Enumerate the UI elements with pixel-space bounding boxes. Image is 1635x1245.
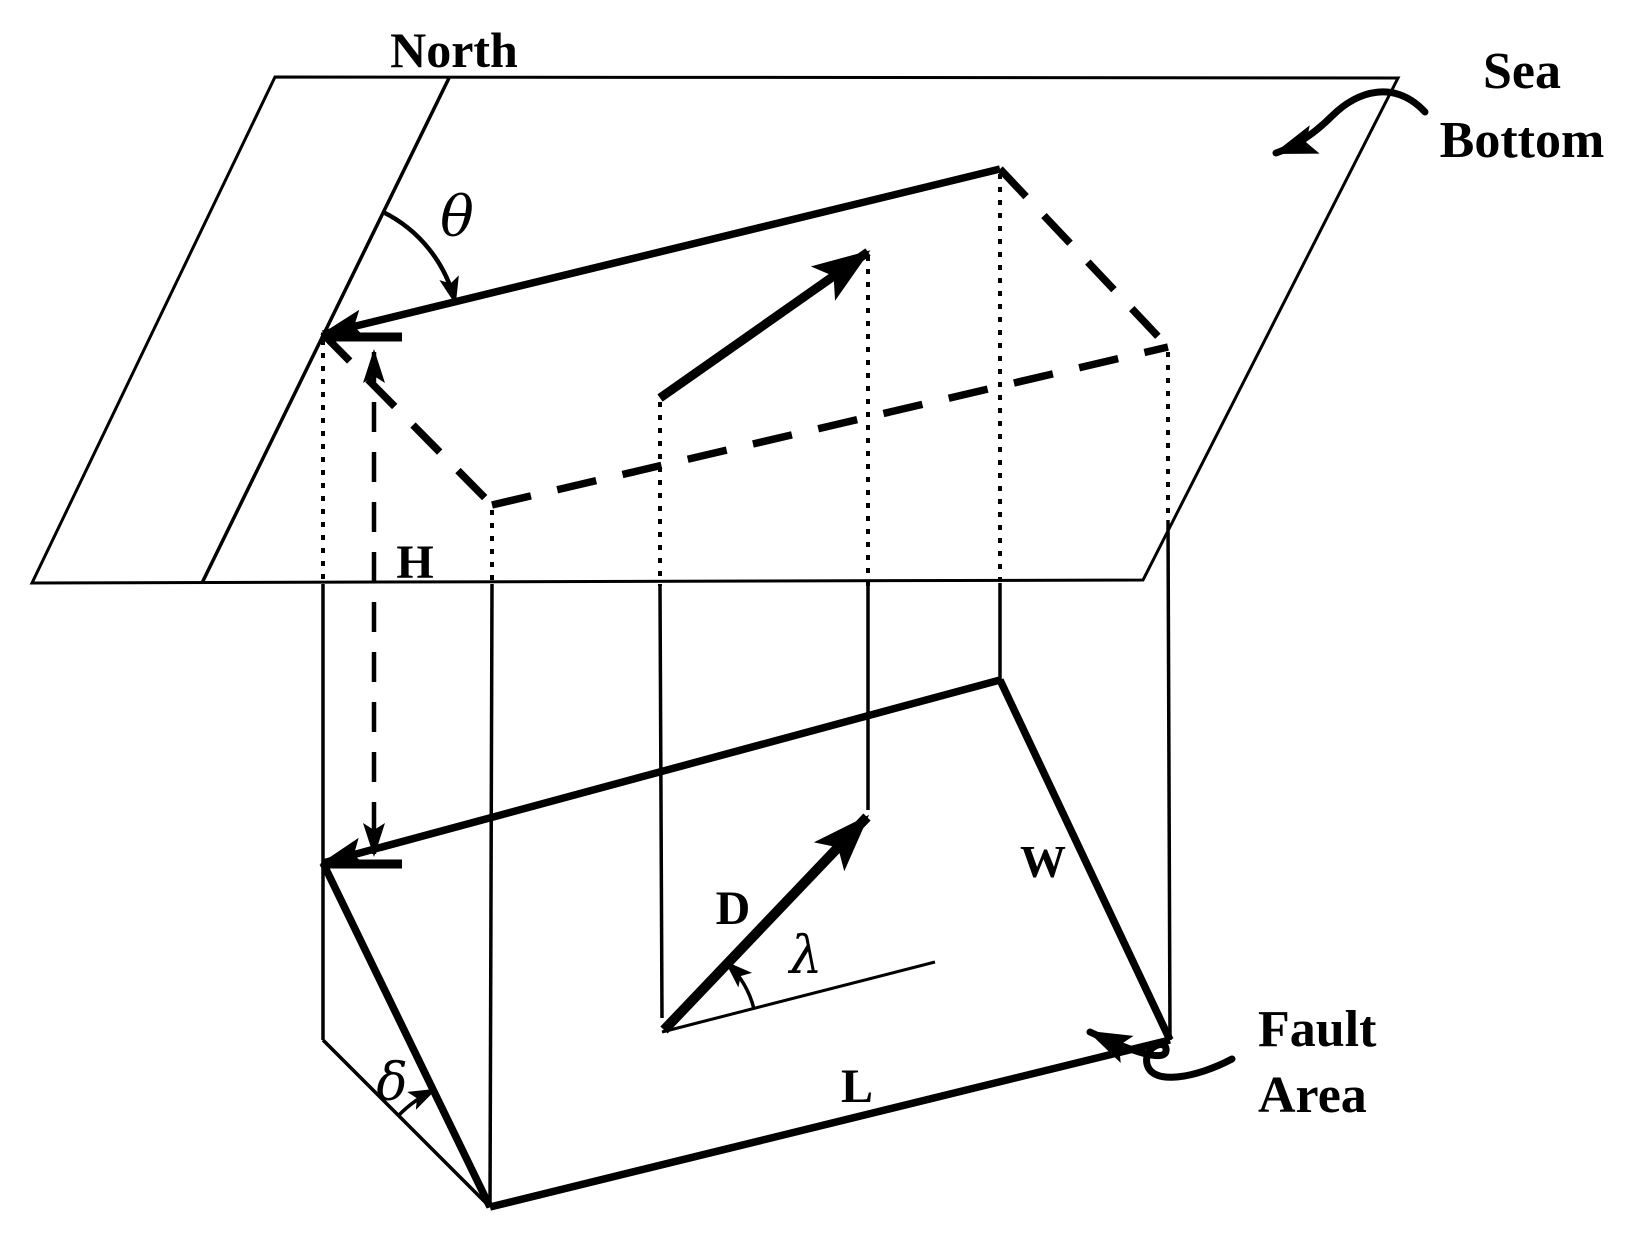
vertical-bottomright [1166, 519, 1172, 1041]
fault-width-edge [996, 678, 1174, 1042]
fault-top-edge [320, 676, 1001, 867]
depth-label: H [396, 536, 433, 589]
sea-bottom-label-line2: Bottom [1440, 112, 1605, 169]
fault-dip-edge [319, 861, 494, 1209]
strike-line [320, 165, 1001, 339]
fault-width-label: W [1020, 836, 1066, 887]
sea-bottom-pointer-arrow [1272, 88, 1429, 157]
dip-angle-arc [396, 1088, 437, 1118]
strike-angle-arc [382, 209, 459, 305]
projection-left-edge-dashed [320, 331, 495, 508]
north-label: North [390, 22, 518, 78]
slip-projection-arrow [657, 248, 871, 402]
fault-area-pointer-arrow [1086, 1028, 1236, 1081]
dip-angle-label: δ [376, 1053, 407, 1113]
rake-baseline [661, 960, 936, 1034]
rake-angle-label: λ [788, 926, 823, 986]
fault-area-label-line2: Area [1258, 1067, 1367, 1124]
vertical-bottomleft [488, 583, 494, 1208]
rake-angle-arc [724, 960, 756, 1010]
left-face-bottom-edge [321, 1038, 492, 1209]
fault-length-label: L [841, 1060, 873, 1113]
projection-right-edge-dashed [997, 166, 1171, 350]
slip-label: D [716, 882, 751, 935]
slip-vector-arrow [660, 813, 871, 1034]
projection-bottom-edge-dashed [491, 343, 1169, 509]
vertical-slip-tail [658, 585, 664, 1019]
fault-length-edge [489, 1036, 1171, 1211]
sea-bottom-plane [29, 75, 1401, 585]
fault-area-label-line1: Fault [1258, 1001, 1377, 1058]
sea-bottom-label-line1: Sea [1483, 43, 1561, 100]
strike-angle-label: θ [440, 185, 474, 250]
